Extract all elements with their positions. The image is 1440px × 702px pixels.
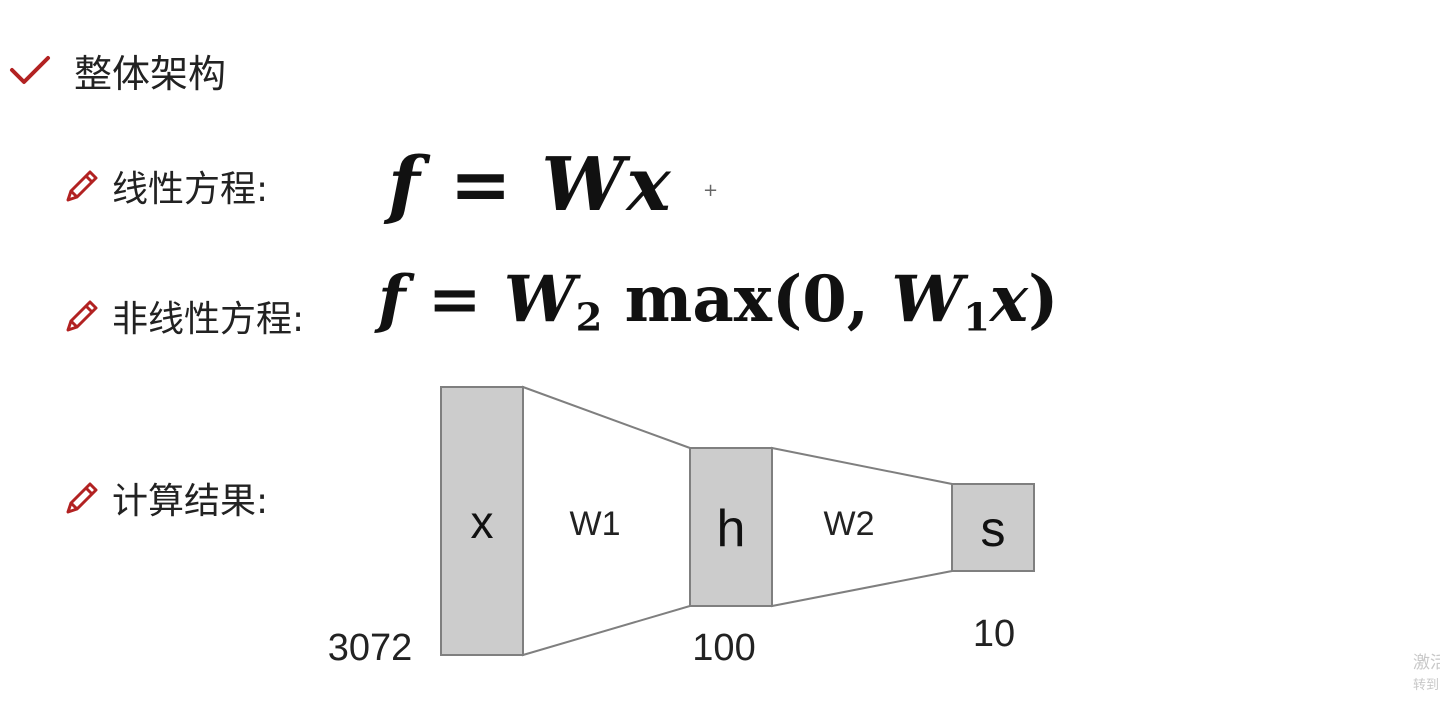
eq-f: f — [388, 142, 422, 228]
bullet-result: 计算结果: — [62, 472, 268, 524]
pencil-icon — [66, 170, 98, 202]
pencil-icon — [66, 482, 98, 514]
weight-w2-label: W2 — [824, 505, 875, 543]
node-h-box — [689, 447, 773, 607]
eq-sub-2: 2 — [575, 295, 603, 341]
eq-f: f — [378, 262, 406, 337]
network-diagram: x h s W1 W2 3072 100 10 — [328, 385, 1035, 669]
node-x-label: x — [471, 496, 494, 548]
eq-W: W — [541, 142, 627, 228]
activation-watermark-line2: 转到 — [1413, 678, 1440, 693]
header: 整体架构 — [8, 40, 226, 100]
eq-x: x — [626, 142, 673, 228]
bullet-label: 线性方程: — [112, 169, 269, 210]
eq-close: ) — [1028, 262, 1059, 337]
node-s-box — [951, 483, 1035, 572]
eq-equals: = — [405, 262, 504, 337]
size-x-label: 3072 — [328, 627, 413, 669]
size-h-label: 100 — [692, 627, 755, 669]
activation-watermark-line1: 激活 — [1413, 653, 1440, 673]
nonlinear-equation: f = W2 max(0, W1x) — [378, 262, 1058, 341]
eq-W2: W — [503, 262, 576, 337]
pencil-icon — [66, 300, 98, 332]
eq-max: max(0, — [602, 262, 892, 337]
size-s-label: 10 — [973, 613, 1015, 655]
cursor-crosshair-icon: + — [703, 180, 719, 201]
weight-w1-label: W1 — [570, 505, 621, 543]
eq-x: x — [989, 262, 1029, 337]
bullet-linear: 线性方程: — [62, 160, 268, 212]
eq-sub-1: 1 — [963, 295, 990, 341]
eq-W1: W — [891, 262, 964, 337]
bullet-label: 非线性方程: — [112, 299, 305, 340]
check-icon — [10, 56, 50, 84]
node-s-label: s — [981, 501, 1006, 557]
page-title: 整体架构 — [74, 51, 227, 96]
bullet-label: 计算结果: — [112, 481, 269, 522]
node-h-label: h — [717, 500, 746, 558]
linear-equation: f = Wx — [388, 142, 673, 228]
eq-equals: = — [421, 142, 542, 228]
node-x-box — [440, 386, 524, 656]
bullet-nonlinear: 非线性方程: — [62, 290, 304, 342]
